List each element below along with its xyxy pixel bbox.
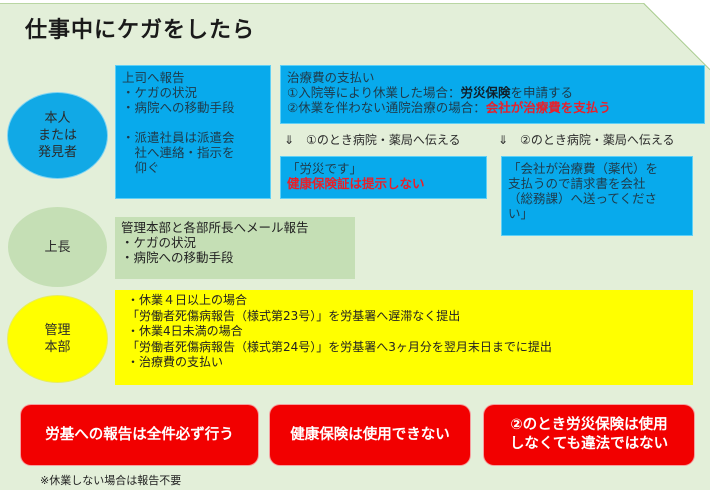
tell2-line: 「会社が治療費（薬代）を [508, 161, 659, 176]
tell-hospital-case-1-box: 「労災です」 健康保険証は提示しない [280, 156, 487, 199]
hq-task-line: 「労働者死傷病報告（様式第23号）」を労基署へ遅滞なく提出 [127, 308, 461, 323]
arrow-case-1: ⇓ ①のとき病院・薬局へ伝える [284, 133, 461, 147]
alert-not-illegal: ②のとき労災保険は使用 しなくても違法ではない [484, 405, 694, 465]
role-boss-circle: 上長 [8, 207, 107, 287]
person-report-line: 社へ連絡・指示を [122, 145, 235, 160]
treatment-case-2: ②休業を伴わない通院治療の場合：会社が治療費を支払う [287, 100, 698, 115]
footnote: ※休業しない場合は報告不要 [40, 474, 182, 487]
alert-text: 健康保険は使用できない [290, 426, 450, 443]
person-report-line: 仰ぐ [122, 160, 160, 175]
case2-prefix: ②休業を伴わない通院治療の場合： [287, 100, 486, 115]
tell-hospital-case-2-box: 「会社が治療費（薬代）を 支払うので請求書を会社 （総務課）へ送ってくださ い」 [501, 156, 693, 236]
alert-no-health-insurance: 健康保険は使用できない [270, 405, 470, 465]
person-report-line: ・ケガの状況 [122, 85, 198, 100]
role-hq-circle: 管理 本部 [8, 296, 107, 382]
case2-company-pays: 会社が治療費を支払う [485, 100, 611, 115]
person-report-line: ・派遣社員は派遣会 [122, 130, 235, 145]
boss-report-box: 管理本部と各部所長へメール報告 ・ケガの状況 ・病院への移動手段 [115, 217, 355, 279]
person-report-line: 上司へ報告 [122, 70, 185, 85]
boss-report-line: 管理本部と各部所長へメール報告 [121, 220, 309, 235]
hq-task-line: ・休業4日未満の場合 [127, 324, 243, 338]
hq-task-line: ・治療費の支払い [127, 355, 224, 369]
role-hq-line: 本部 [44, 340, 71, 355]
case1-prefix: ①入院等により休業した場合： [287, 85, 461, 100]
alert-report-all-cases: 労基への報告は全件必ず行う [21, 405, 258, 465]
role-boss-label: 上長 [44, 239, 71, 255]
hq-task-line: ・休業４日以上の場合 [127, 293, 248, 307]
alert-text: 労基への報告は全件必ず行う [45, 426, 234, 443]
role-person-line: 本人 [44, 111, 71, 126]
hq-tasks-box: ・休業４日以上の場合 「労働者死傷病報告（様式第23号）」を労基署へ遅滞なく提出… [115, 290, 693, 385]
tell1-line: 「労災です」 [287, 161, 363, 176]
arrow-case-2: ⇓ ②のとき病院・薬局へ伝える [498, 133, 675, 147]
treatment-case-1: ①入院等により休業した場合：労災保険を申請する [287, 85, 698, 100]
treatment-payment-box: 治療費の支払い ①入院等により休業した場合：労災保険を申請する ②休業を伴わない… [280, 65, 705, 124]
boss-report-line: ・病院への移動手段 [121, 250, 234, 265]
tell2-line: い」 [508, 206, 534, 221]
role-person-circle: 本人 または 発見者 [8, 93, 107, 178]
role-hq-line: 管理 [44, 323, 71, 338]
alert-text: ②のとき労災保険は使用 [510, 417, 668, 433]
role-person-line: 発見者 [37, 145, 77, 160]
case1-suffix: を申請する [510, 85, 573, 100]
page-title: 仕事中にケガをしたら [25, 18, 256, 43]
tell2-line: 支払うので請求書を会社 [508, 176, 646, 191]
treatment-heading: 治療費の支払い [287, 70, 375, 85]
person-report-box: 上司へ報告 ・ケガの状況 ・病院への移動手段 ・派遣社員は派遣会 社へ連絡・指示… [115, 65, 271, 199]
person-report-line: ・病院への移動手段 [122, 100, 235, 115]
role-person-line: または [37, 128, 77, 143]
hq-task-line: 「労働者死傷病報告（様式第24号）」を労基署へ3ヶ月分を翌月末日までに提出 [127, 339, 552, 354]
boss-report-line: ・ケガの状況 [121, 235, 197, 250]
tell2-line: （総務課）へ送ってくださ [508, 191, 658, 206]
person-report-line [122, 115, 264, 130]
case1-workers-comp: 労災保険 [460, 85, 511, 100]
tell1-no-insurance-card: 健康保険証は提示しない [287, 176, 425, 191]
alert-text: しなくても違法ではない [509, 436, 669, 452]
